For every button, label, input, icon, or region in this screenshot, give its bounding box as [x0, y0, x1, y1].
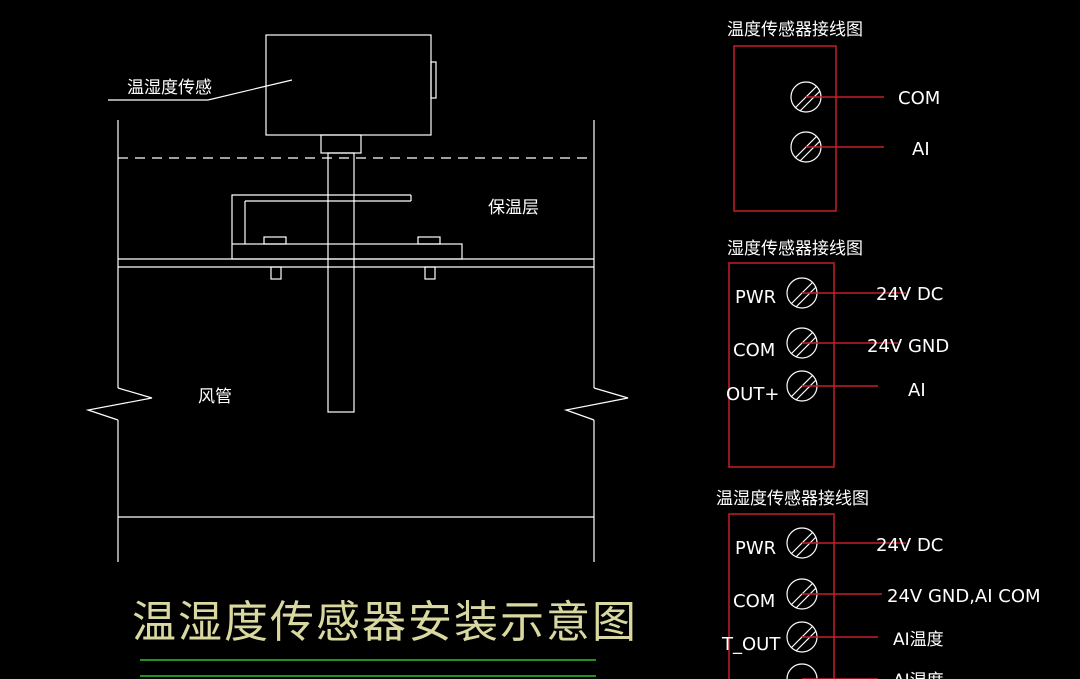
wiring-2-wire-24vdc: 24V DC [876, 284, 943, 305]
sensor-label: 温湿度传感 [127, 78, 212, 98]
insulation-label: 保温层 [488, 198, 539, 218]
wiring-3-terminal-4 [786, 663, 878, 679]
wiring-3-terminal-2 [786, 578, 882, 610]
wiring-2-terminal-2 [786, 327, 898, 359]
wiring-2-wire-24vgnd: 24V GND [867, 336, 949, 357]
sensor-label-leader-angled [207, 79, 293, 101]
flange-plate [231, 243, 463, 260]
wiring-3-terminal-3 [786, 621, 878, 653]
wiring-diagram-3: 温湿度传感器接线图 PWR 24V DC COM 24V GND,AI COM … [716, 489, 1041, 679]
wiring-3-terminal-1 [786, 527, 906, 559]
wiring-2-terminal-3 [786, 370, 878, 402]
drawing-title: 温湿度传感器安装示意图 [132, 597, 638, 648]
duct-label: 风管 [198, 387, 232, 407]
mounting-bracket [231, 194, 411, 244]
wiring-diagram-1: 温度传感器接线图 COM AI [727, 20, 940, 212]
wiring-1-terminal-1 [790, 81, 884, 113]
wiring-2-label-out: OUT+ [726, 384, 779, 405]
installation-drawing [85, 34, 629, 562]
wiring-3-terminal-block [728, 513, 835, 679]
wiring-3-wire-gnd-aicom: 24V GND,AI COM [887, 586, 1041, 607]
wiring-2-label-com: COM [733, 340, 775, 361]
wiring-2-wire-ai: AI [908, 380, 926, 401]
wiring-2-label-pwr: PWR [735, 287, 776, 308]
duct-left-break [85, 387, 153, 421]
wiring-1-wire-ai: AI [912, 139, 930, 160]
wiring-3-wire-ai-temp: AI温度 [893, 630, 944, 650]
screw-nut-right [424, 266, 436, 280]
wiring-3-label-tout: T_OUT [721, 634, 781, 655]
screw-nut-left [270, 266, 282, 280]
wiring-2-heading: 湿度传感器接线图 [727, 239, 863, 259]
wiring-1-terminal-2 [790, 131, 884, 163]
wiring-1-heading: 温度传感器接线图 [727, 20, 863, 40]
wiring-1-wire-com: COM [898, 88, 940, 109]
sensor-neck [320, 134, 362, 154]
wiring-3-wire-24vdc: 24V DC [876, 535, 943, 556]
screw-head-right [417, 236, 441, 245]
duct-right-break [563, 387, 629, 421]
wiring-diagram-2: 湿度传感器接线图 PWR 24V DC COM 24V GND OUT+ AI [726, 239, 949, 468]
wiring-2-terminal-1 [786, 277, 906, 309]
sensor-housing [265, 34, 432, 136]
sensor-side-cap [430, 61, 437, 99]
wiring-3-label-com: COM [733, 591, 775, 612]
screw-head-left [263, 236, 287, 245]
wiring-1-terminal-block [733, 45, 837, 212]
wiring-2-terminal-block [728, 262, 835, 468]
wiring-3-label-pwr: PWR [735, 538, 776, 559]
sensor-probe [327, 152, 355, 413]
wiring-3-heading: 温湿度传感器接线图 [716, 489, 869, 509]
